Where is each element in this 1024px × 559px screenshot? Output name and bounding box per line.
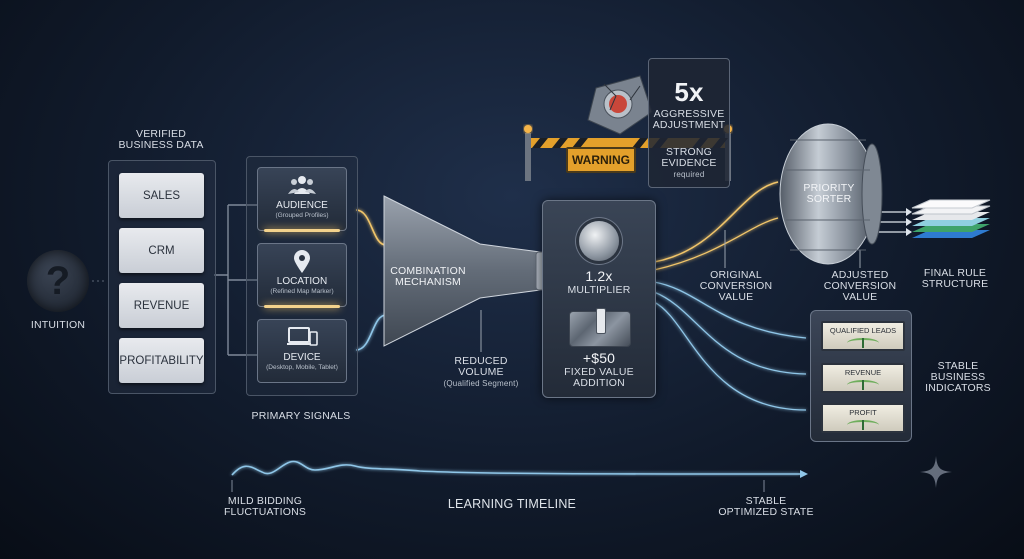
signal-card-audience: AUDIENCE (Grouped Profiles): [257, 167, 347, 232]
warning-badge: WARNING: [566, 147, 636, 173]
gauge-label: QUALIFIED LEADS: [829, 326, 897, 335]
signal-glow-bar: [264, 305, 340, 308]
timeline-start-line1: MILD BIDDING: [227, 495, 303, 507]
original-value-line1: ORIGINAL: [710, 269, 762, 281]
adjusted-value-line1: ADJUSTED: [831, 269, 889, 281]
fixed-value-slider[interactable]: [569, 308, 631, 347]
timeline-wave: [231, 460, 801, 476]
evidence-line2: EVIDENCE: [661, 157, 717, 169]
original-value-line3: VALUE: [718, 291, 754, 303]
fixed-value-line1: FIXED VALUE: [564, 366, 634, 378]
flow-to-revenue: [653, 291, 807, 375]
primary-signals-caption: PRIMARY SIGNALS: [251, 410, 351, 422]
timeline-end-line1: STABLE: [745, 495, 787, 507]
signal-title: AUDIENCE: [276, 200, 328, 211]
reduced-volume-line2: VOLUME: [458, 366, 504, 378]
flow-to-leads: [653, 281, 807, 339]
slider-handle[interactable]: [596, 308, 606, 334]
evidence-line1: STRONG: [665, 146, 713, 158]
value-adjustment-panel: 1.2x MULTIPLIER +$50 FIXED VALUE ADDITIO…: [542, 200, 656, 398]
timeline-title: LEARNING TIMELINE: [447, 497, 577, 511]
business-indicators-panel: QUALIFIED LEADS REVENUE PROFIT: [810, 310, 912, 442]
adjusted-value-line2: CONVERSION: [823, 280, 897, 292]
aggressive-adjustment-panel: 5x AGGRESSIVE ADJUSTMENT STRONG EVIDENCE…: [648, 58, 730, 188]
timeline-start-line2: FLUCTUATIONS: [223, 506, 307, 518]
evidence-line3: required: [673, 170, 705, 179]
business-data-title-line1: VERIFIED: [135, 128, 187, 140]
device-flow: [355, 314, 387, 351]
flow-to-sorter-1: [653, 181, 779, 263]
warning-barrier-stripe: [531, 138, 728, 148]
business-data-title-line2: BUSINESS DATA: [118, 139, 204, 151]
signal-title: DEVICE: [283, 352, 321, 363]
multiplier-label: MULTIPLIER: [567, 284, 631, 296]
business-item-revenue: REVENUE: [119, 283, 204, 328]
gauge-label: PROFIT: [849, 408, 877, 417]
data-to-signals-lines: [214, 204, 258, 356]
business-item-profitability: PROFITABILITY: [119, 338, 204, 383]
signal-card-location: LOCATION (Refined Map Marker): [257, 243, 347, 308]
indicators-label-line2: BUSINESS: [930, 371, 986, 383]
business-data-panel: SALES CRM REVENUE PROFITABILITY: [108, 160, 216, 394]
audience-flow: [355, 209, 387, 246]
flow-to-profit: [653, 301, 807, 411]
business-item-crm: CRM: [119, 228, 204, 273]
sparkle-icon: [920, 456, 952, 488]
aggressive-value: 5x: [674, 77, 704, 107]
reduced-volume-line1: REDUCED: [454, 355, 508, 367]
signal-glow-bar: [264, 229, 340, 232]
intuition-glyph: ?: [45, 258, 71, 303]
gauge-needle: [862, 380, 864, 390]
final-rule-line2: STRUCTURE: [921, 278, 989, 290]
reduced-volume-sub: (Qualified Segment): [443, 379, 519, 388]
sorter-label-line2: SORTER: [806, 193, 852, 205]
devices-icon: [258, 326, 346, 353]
fixed-value: +$50: [582, 350, 616, 366]
broken-dial-icon: [587, 75, 653, 135]
gauge-label: REVENUE: [844, 368, 882, 377]
multiplier-value: 1.2x: [585, 268, 613, 284]
final-rule-stack: [911, 199, 991, 238]
indicators-label-line3: INDICATORS: [925, 382, 991, 394]
aggressive-line2: ADJUSTMENT: [652, 119, 726, 131]
indicators-label-line1: STABLE: [937, 360, 979, 372]
intuition-circle-icon: ?: [27, 250, 89, 312]
funnel-label-line2: MECHANISM: [395, 276, 461, 288]
fixed-value-line2: ADDITION: [573, 377, 625, 389]
business-item-sales: SALES: [119, 173, 204, 218]
signal-card-device: DEVICE (Desktop, Mobile, Tablet): [257, 319, 347, 383]
signal-subtitle: (Desktop, Mobile, Tablet): [266, 364, 338, 371]
aggressive-line1: AGGRESSIVE: [653, 108, 725, 120]
gauge-needle: [862, 338, 864, 348]
signal-subtitle: (Refined Map Marker): [270, 288, 334, 295]
map-pin-icon: [258, 250, 346, 279]
users-icon: [258, 174, 346, 201]
gauge-needle: [862, 420, 864, 430]
signal-subtitle: (Grouped Profiles): [275, 212, 329, 219]
timeline-end-line2: OPTIMIZED STATE: [718, 506, 814, 518]
original-value-line2: CONVERSION: [699, 280, 773, 292]
gauge-revenue: REVENUE: [821, 363, 905, 393]
flow-to-sorter-2: [653, 217, 779, 271]
sorter-label-line1: PRIORITY: [803, 182, 855, 194]
signal-title: LOCATION: [276, 276, 328, 287]
intuition-label: INTUITION: [30, 319, 86, 331]
gauge-qualified-leads: QUALIFIED LEADS: [821, 321, 905, 351]
final-rule-line1: FINAL RULE: [923, 267, 987, 279]
primary-signals-panel: AUDIENCE (Grouped Profiles) LOCATION (Re…: [246, 156, 358, 396]
multiplier-dial-icon[interactable]: [579, 221, 619, 261]
priority-sorter-drum: [779, 123, 883, 265]
adjusted-value-line3: VALUE: [842, 291, 878, 303]
gauge-profit: PROFIT: [821, 403, 905, 433]
funnel-label-line1: COMBINATION: [390, 265, 466, 277]
